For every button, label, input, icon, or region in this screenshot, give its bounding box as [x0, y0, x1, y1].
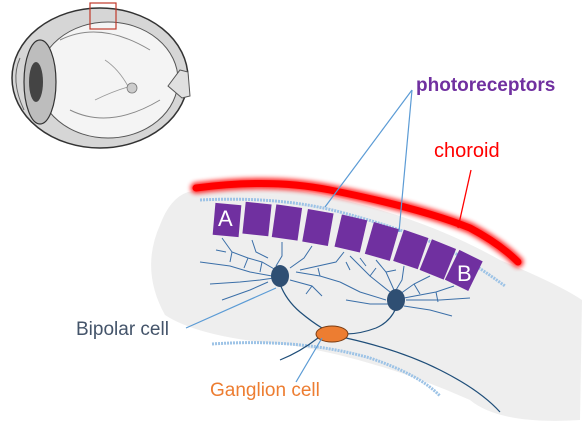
photoreceptor-cell [393, 229, 429, 270]
zoom-box [89, 2, 117, 30]
photoreceptor-cell [271, 204, 303, 241]
ganglion-cell [315, 325, 349, 343]
bipolar-cell-right [387, 289, 405, 311]
leader-bipolar [185, 287, 277, 329]
photoreceptor-cell [334, 214, 368, 253]
photoreceptor-cell [364, 222, 399, 261]
ganglion-cell-label: Ganglion cell [210, 380, 320, 401]
photoreceptor-cell [302, 208, 334, 246]
leader-photoreceptor-2 [398, 89, 413, 233]
cell-b-label: B [457, 261, 472, 286]
bipolar-cell-label: Bipolar cell [76, 319, 169, 340]
photoreceptors-label: photoreceptors [416, 75, 556, 96]
photoreceptor-cell [242, 201, 272, 237]
leader-choroid [457, 169, 472, 229]
outer-membrane [199, 197, 506, 288]
dendrite-network [199, 237, 471, 317]
leader-lines [185, 89, 413, 383]
photoreceptor-cell [444, 249, 483, 291]
bipolar-cell-left [271, 265, 289, 287]
eyeball-illustration [11, 7, 191, 149]
cell-a-label: A [218, 206, 233, 231]
leader-photoreceptor-1 [324, 89, 413, 208]
photoreceptor-row [212, 201, 483, 291]
inner-membrane [211, 341, 442, 398]
photoreceptor-cell [212, 202, 242, 238]
choroid-band [192, 179, 522, 266]
choroid-label: choroid [434, 140, 500, 162]
photoreceptor-cell [419, 239, 457, 280]
axon-lines [279, 283, 501, 413]
leader-ganglion [295, 337, 323, 383]
